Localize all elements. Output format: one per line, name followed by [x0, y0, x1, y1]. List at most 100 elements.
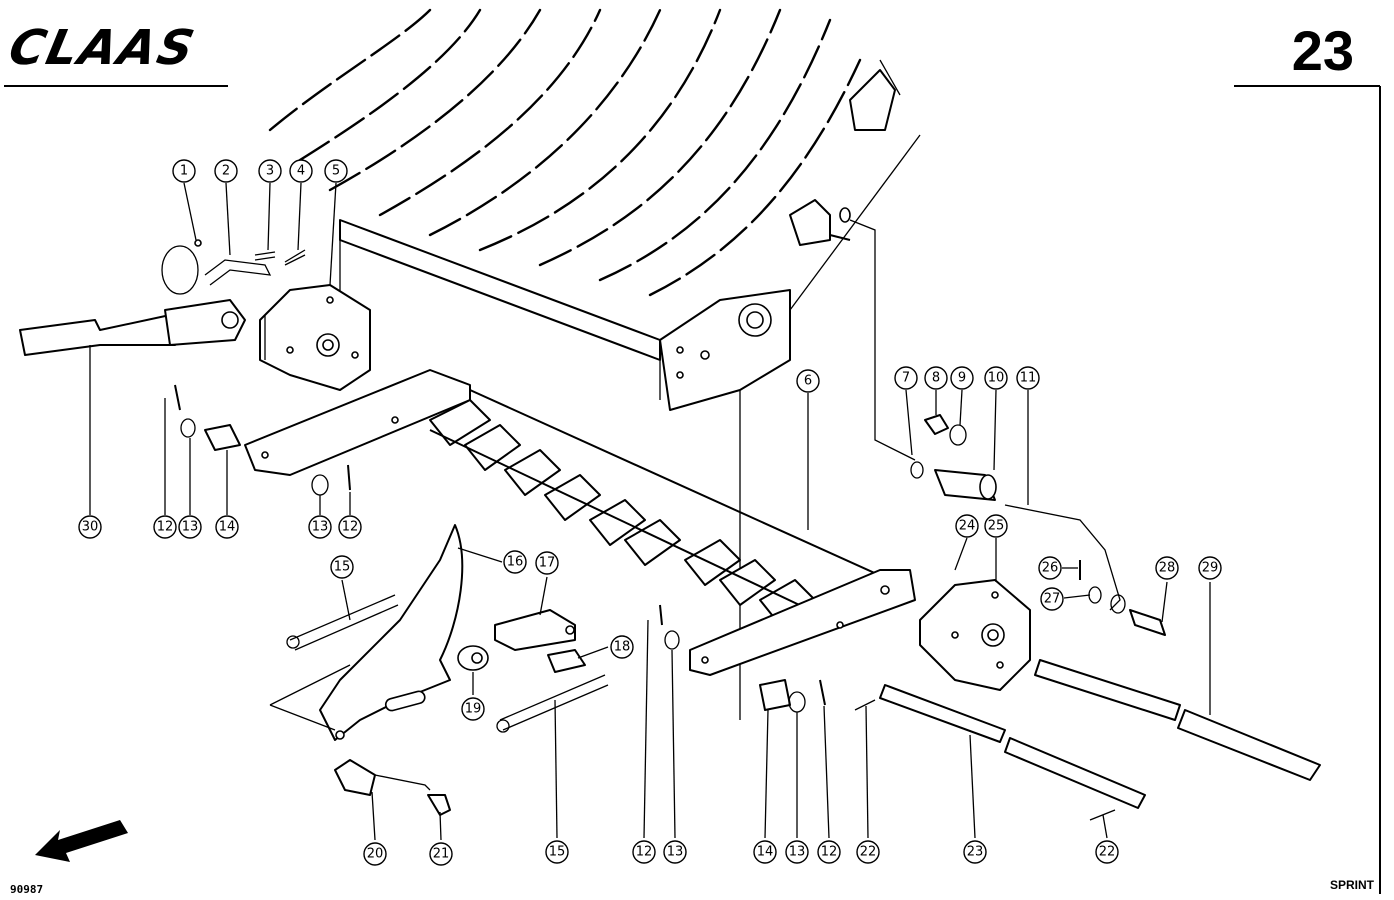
callout-18: 18 [610, 635, 634, 659]
svg-text:12: 12 [342, 520, 359, 535]
svg-text:22: 22 [860, 845, 877, 860]
callout-8: 8 [924, 366, 948, 390]
svg-text:4: 4 [297, 164, 305, 179]
svg-text:13: 13 [312, 520, 329, 535]
ratchet-segment [319, 524, 464, 741]
svg-text:27: 27 [1044, 592, 1061, 607]
shafts [879, 659, 1321, 809]
callout-2: 2 [214, 159, 238, 183]
svg-text:28: 28 [1159, 561, 1176, 576]
part-callouts: 1 2 3 4 5 6 7 8 9 10 11 30 12 13 14 13 1… [78, 159, 1222, 866]
svg-text:26: 26 [1042, 561, 1059, 576]
callout-9: 9 [950, 366, 974, 390]
svg-text:15: 15 [334, 560, 351, 575]
svg-text:19: 19 [465, 702, 482, 717]
svg-text:11: 11 [1020, 371, 1037, 386]
top-right-bracket [849, 59, 901, 131]
svg-text:20: 20 [367, 847, 384, 862]
callout-30: 30 [78, 515, 102, 539]
callout-29: 29 [1198, 556, 1222, 580]
svg-text:13: 13 [789, 845, 806, 860]
pickup-frame-beam [339, 219, 661, 400]
svg-text:14: 14 [757, 845, 774, 860]
callout-13d: 13 [785, 840, 809, 864]
callout-16: 16 [503, 550, 527, 574]
callout-20: 20 [363, 842, 387, 866]
svg-text:30: 30 [82, 520, 99, 535]
callout-22a: 22 [856, 840, 880, 864]
svg-text:3: 3 [266, 164, 274, 179]
lock-lever [269, 664, 451, 816]
side-plate-bearing [659, 134, 921, 720]
page-number: 23 [1291, 19, 1354, 82]
callout-22b: 22 [1095, 840, 1119, 864]
pickup-tube-assembly [244, 369, 891, 626]
callout-17: 17 [535, 551, 559, 575]
callout-14a: 14 [215, 515, 239, 539]
svg-text:17: 17 [539, 556, 556, 571]
callout-7: 7 [894, 366, 918, 390]
callout-19: 19 [461, 697, 485, 721]
svg-text:8: 8 [932, 371, 940, 386]
direction-arrow [35, 820, 128, 862]
callout-13a: 13 [178, 515, 202, 539]
pin-washers-center [659, 604, 1116, 821]
svg-text:13: 13 [667, 845, 684, 860]
svg-text:18: 18 [614, 640, 631, 655]
pin-roller-right [910, 414, 1121, 611]
svg-text:2: 2 [222, 164, 230, 179]
svg-text:12: 12 [157, 520, 174, 535]
svg-text:12: 12 [636, 845, 653, 860]
callout-28: 28 [1155, 556, 1179, 580]
svg-text:7: 7 [902, 371, 910, 386]
bolts-right [1079, 560, 1166, 636]
small-hardware-top-left [161, 239, 306, 295]
callout-15b: 15 [545, 840, 569, 864]
right-crank-arm [689, 569, 916, 676]
callout-1: 1 [172, 159, 196, 183]
callout-26: 26 [1038, 556, 1062, 580]
callout-6: 6 [796, 369, 820, 393]
svg-text:13: 13 [182, 520, 199, 535]
right-gearbox-plate [919, 579, 1031, 691]
model-label: SPRINT [1329, 878, 1374, 892]
callout-21: 21 [429, 842, 453, 866]
svg-text:25: 25 [988, 519, 1005, 534]
svg-text:15: 15 [549, 845, 566, 860]
svg-text:5: 5 [332, 164, 340, 179]
pickup-tine-arcs [268, 8, 862, 297]
svg-text:14: 14 [219, 520, 236, 535]
pin-washers-left [174, 384, 351, 496]
callout-12a: 12 [153, 515, 177, 539]
callout-12b: 12 [338, 515, 362, 539]
drawing-id: 90987 [10, 883, 44, 896]
callout-5: 5 [324, 159, 348, 183]
callout-13b: 13 [308, 515, 332, 539]
svg-text:21: 21 [433, 847, 450, 862]
drive-lever [19, 299, 246, 515]
pivot-bracket [789, 199, 916, 461]
callout-14b: 14 [753, 840, 777, 864]
callout-3: 3 [258, 159, 282, 183]
callout-23: 23 [963, 840, 987, 864]
svg-text:6: 6 [804, 374, 812, 389]
svg-text:12: 12 [821, 845, 838, 860]
callout-24: 24 [955, 514, 979, 538]
callout-10: 10 [984, 366, 1008, 390]
svg-text:29: 29 [1202, 561, 1219, 576]
callout-12d: 12 [817, 840, 841, 864]
callout-27: 27 [1040, 587, 1064, 611]
svg-text:23: 23 [967, 845, 984, 860]
svg-text:9: 9 [958, 371, 966, 386]
callout-12c: 12 [632, 840, 656, 864]
callout-4: 4 [289, 159, 313, 183]
callout-15a: 15 [330, 555, 354, 579]
latch-parts [457, 609, 586, 673]
frame-lines [4, 85, 1381, 894]
svg-text:16: 16 [507, 555, 524, 570]
left-gearbox-plate [259, 284, 371, 391]
svg-text:10: 10 [988, 371, 1005, 386]
svg-text:1: 1 [180, 164, 188, 179]
callout-11: 11 [1016, 366, 1040, 390]
